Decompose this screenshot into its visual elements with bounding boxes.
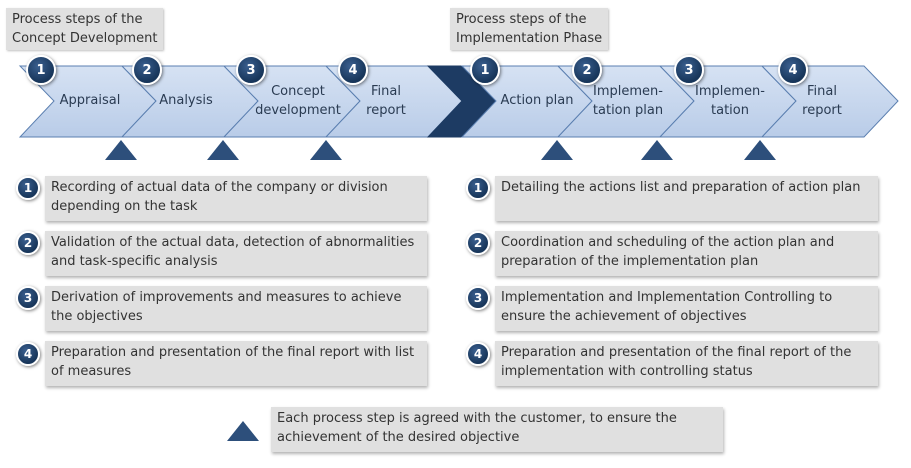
triangle-marker-icon (105, 140, 137, 160)
step-number-badge: 1 (470, 55, 500, 85)
step-label-analysis: Analysis (159, 93, 213, 108)
step-label-concept-development: Concept development (255, 84, 341, 118)
process-flow (18, 65, 899, 138)
description-number-badge: 2 (16, 231, 40, 255)
description-box: Preparation and presentation of the fina… (495, 341, 878, 386)
step-label-implementation: Implemen- tation (695, 84, 765, 118)
triangle-marker-icon (207, 140, 239, 160)
step-label-final-report-concept: Final report (366, 84, 406, 118)
description-number-badge: 2 (466, 231, 490, 255)
description-box: Preparation and presentation of the fina… (45, 341, 427, 386)
triangle-marker-icon (310, 140, 342, 160)
step-label-action-plan: Action plan (500, 93, 574, 108)
step-number-badge: 4 (778, 55, 808, 85)
description-number-badge: 1 (16, 176, 40, 200)
step-number-badge: 3 (674, 55, 704, 85)
description-box: Coordination and scheduling of the actio… (495, 231, 878, 276)
legend-text-box: Each process step is agreed with the cus… (271, 407, 723, 452)
description-box: Recording of actual data of the company … (45, 176, 427, 221)
description-number-badge: 1 (466, 176, 490, 200)
description-box: Detailing the actions list and preparati… (495, 176, 878, 221)
triangle-marker-icon (541, 140, 573, 160)
step-number-badge: 2 (572, 55, 602, 85)
triangle-marker-icon (641, 140, 673, 160)
description-box: Derivation of improvements and measures … (45, 286, 427, 331)
step-label-implementation-plan: Implemen- tation plan (592, 84, 664, 118)
description-number-badge: 4 (16, 342, 40, 366)
triangle-marker-icon (744, 140, 776, 160)
step-label-appraisal: Appraisal (59, 93, 121, 108)
concept-phase-title: Process steps of the Concept Development (6, 8, 164, 50)
step-number-badge: 1 (26, 55, 56, 85)
step-number-badge: 3 (236, 55, 266, 85)
step-number-badge: 4 (338, 55, 368, 85)
description-number-badge: 4 (466, 342, 490, 366)
step-label-final-report-implementation: Final report (802, 84, 842, 118)
step-number-badge: 2 (132, 55, 162, 85)
implementation-phase-title: Process steps of the Implementation Phas… (450, 8, 609, 50)
legend-triangle-icon (227, 421, 259, 441)
description-box: Validation of the actual data, detection… (45, 231, 427, 276)
description-number-badge: 3 (16, 286, 40, 310)
description-box: Implementation and Implementation Contro… (495, 286, 878, 331)
description-number-badge: 3 (466, 286, 490, 310)
